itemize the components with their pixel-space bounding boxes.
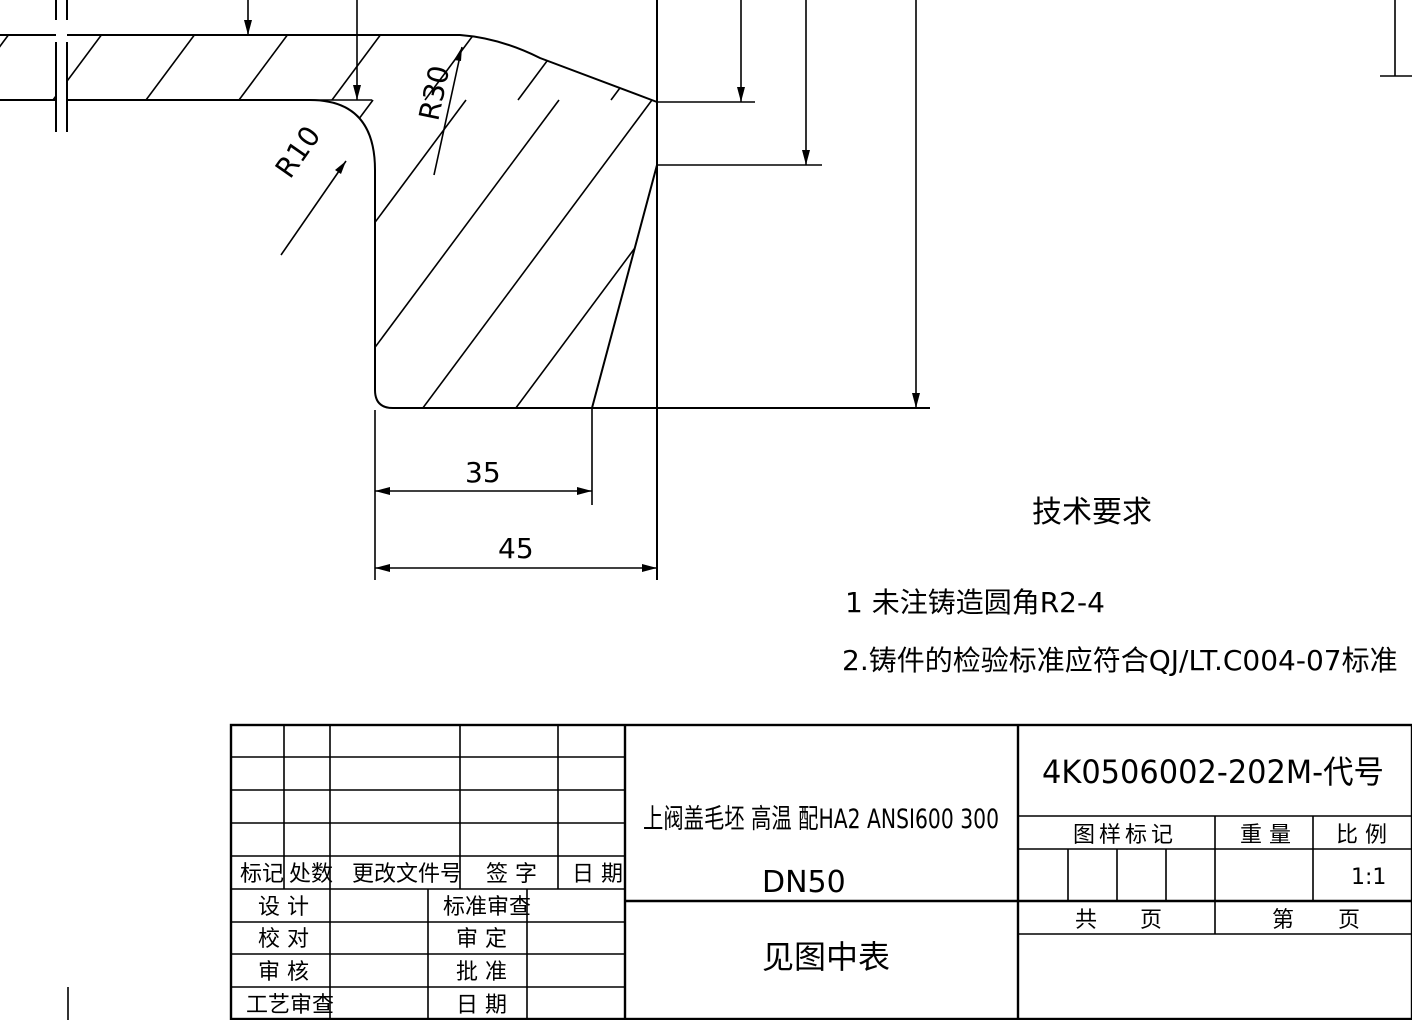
label-proofread: 校 对 xyxy=(258,927,309,952)
revision-headers: 标记 处数 更改文件号 签 字 日 期 xyxy=(240,862,623,887)
hatch-line xyxy=(797,0,886,100)
hatch-line xyxy=(517,35,608,101)
dim-45: 45 xyxy=(498,532,534,565)
label-page-2: 页 xyxy=(1338,908,1360,933)
hatch-line xyxy=(704,0,793,100)
hatch-line xyxy=(983,0,1072,100)
label-scale: 比 例 xyxy=(1336,823,1387,848)
signoff-labels: 设 计 校 对 审 核 工艺审查 标准审查 审 定 批 准 日 期 xyxy=(246,895,531,1018)
hatch-line xyxy=(890,0,979,100)
header-mark: 标记 xyxy=(240,862,284,887)
title-block-grid xyxy=(229,723,1412,1020)
hatch-line xyxy=(685,100,931,430)
section-hatching xyxy=(0,0,1072,430)
header-signature: 签 字 xyxy=(486,862,537,887)
hatch-line xyxy=(405,99,653,408)
label-date: 日 期 xyxy=(456,993,507,1018)
header-change-doc: 更改文件号 xyxy=(352,862,462,887)
part-name-line1: 上阀盖毛坯 高温 配HA2 ANSI600 300 xyxy=(643,804,999,835)
hatch-line xyxy=(238,35,329,101)
label-weight: 重 量 xyxy=(1240,823,1291,848)
header-date: 日 期 xyxy=(572,862,623,887)
hatch-line xyxy=(610,35,657,101)
label-total: 共 xyxy=(1075,908,1097,933)
dim-r30: R30 xyxy=(413,63,457,124)
label-page-1: 页 xyxy=(1140,908,1162,933)
tech-req-title: 技术要求 xyxy=(1032,495,1152,530)
label-pattern-mark: 图样标记 xyxy=(1073,823,1177,848)
section-outline xyxy=(0,0,930,580)
material: 见图中表 xyxy=(762,938,890,976)
hatch-line xyxy=(331,35,422,101)
label-process-review: 工艺审查 xyxy=(246,993,334,1018)
dimension-lines xyxy=(67,0,1412,1020)
hatch-line xyxy=(126,99,374,408)
part-name-line2: DN50 xyxy=(762,865,846,900)
label-approve-final: 审 定 xyxy=(456,927,507,952)
label-approve: 批 准 xyxy=(456,960,507,985)
right-block-labels: 图样标记 重 量 比 例 1:1 共 页 第 页 xyxy=(1073,823,1387,933)
drawing-number: 4K0506002-202M-代号 xyxy=(1042,753,1384,791)
scale-value: 1:1 xyxy=(1351,865,1386,890)
dim-35: 35 xyxy=(465,456,501,489)
label-review: 审 核 xyxy=(258,960,309,985)
label-sheet: 第 xyxy=(1272,908,1294,933)
hatch-line xyxy=(498,99,657,408)
hatch-line xyxy=(312,99,560,408)
hatch-line xyxy=(145,35,236,101)
label-standard-review: 标准审查 xyxy=(443,895,531,920)
tech-req-note-2: 2.铸件的检验标准应符合QJ/LT.C004-07标准 xyxy=(842,644,1398,677)
dim-r10: R10 xyxy=(269,120,328,184)
label-design: 设 计 xyxy=(258,895,309,920)
break-lines xyxy=(55,0,68,132)
header-count: 处数 xyxy=(289,862,333,887)
hatch-line xyxy=(424,35,515,101)
tech-req-note-1: 1 未注铸造圆角R2-4 xyxy=(845,586,1105,619)
hatch-line xyxy=(219,99,467,408)
hatch-line xyxy=(33,99,281,408)
hatch-line xyxy=(0,35,50,101)
